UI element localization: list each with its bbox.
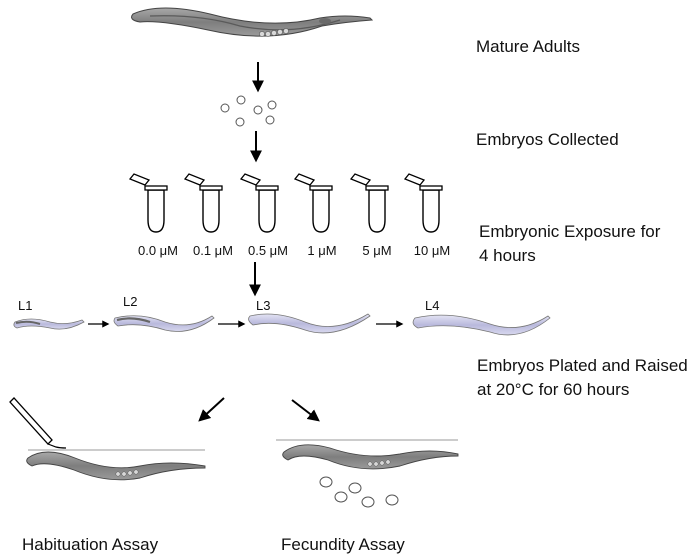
tube-2	[240, 173, 279, 233]
arrow-to-fecundity	[291, 399, 320, 422]
laid-eggs	[319, 476, 399, 508]
stage-label-l2: L2	[123, 294, 138, 309]
step-label-plated-line2: at 20°C for 60 hours	[477, 380, 630, 399]
arrow-to-habituation	[198, 397, 225, 422]
stage-label-l3: L3	[256, 298, 271, 313]
tube-3	[294, 173, 333, 233]
tube-5	[404, 173, 443, 233]
larva-l3	[248, 313, 371, 334]
concentration-label-1: 0.1 μM	[192, 243, 233, 258]
tube-4	[350, 173, 389, 233]
concentration-label-4: 5 μM	[362, 243, 392, 258]
fecundity-assay-illustration	[276, 439, 459, 508]
concentration-label-5: 10 μM	[413, 243, 451, 258]
larva-l1	[13, 318, 85, 330]
assay-label-habituation: Habituation Assay	[22, 535, 159, 554]
larva-l4	[412, 314, 551, 336]
concentration-label-3: 1 μM	[307, 243, 337, 258]
collected-embryos	[220, 95, 277, 127]
exposure-tubes	[129, 173, 443, 233]
stage-label-l1: L1	[18, 298, 33, 313]
step-label-plated-line1: Embryos Plated and Raised	[477, 356, 688, 375]
assay-label-fecundity: Fecundity Assay	[281, 535, 405, 554]
tube-0	[129, 173, 168, 233]
concentration-label-2: 0.5 μM	[247, 243, 288, 258]
tube-1	[184, 173, 223, 233]
adult-worm-illustration	[131, 7, 374, 37]
step-label-embryos-collected: Embryos Collected	[476, 130, 619, 149]
step-label-exposure-line1: Embryonic Exposure for	[479, 222, 661, 241]
step-label-exposure-line2: 4 hours	[479, 246, 536, 265]
stage-label-l4: L4	[425, 298, 440, 313]
concentration-label-0: 0.0 μM	[137, 243, 178, 258]
habituation-assay-illustration	[9, 397, 206, 481]
step-label-mature-adults: Mature Adults	[476, 37, 580, 56]
tapping-pen-icon	[9, 397, 67, 449]
larva-l2	[113, 315, 215, 332]
